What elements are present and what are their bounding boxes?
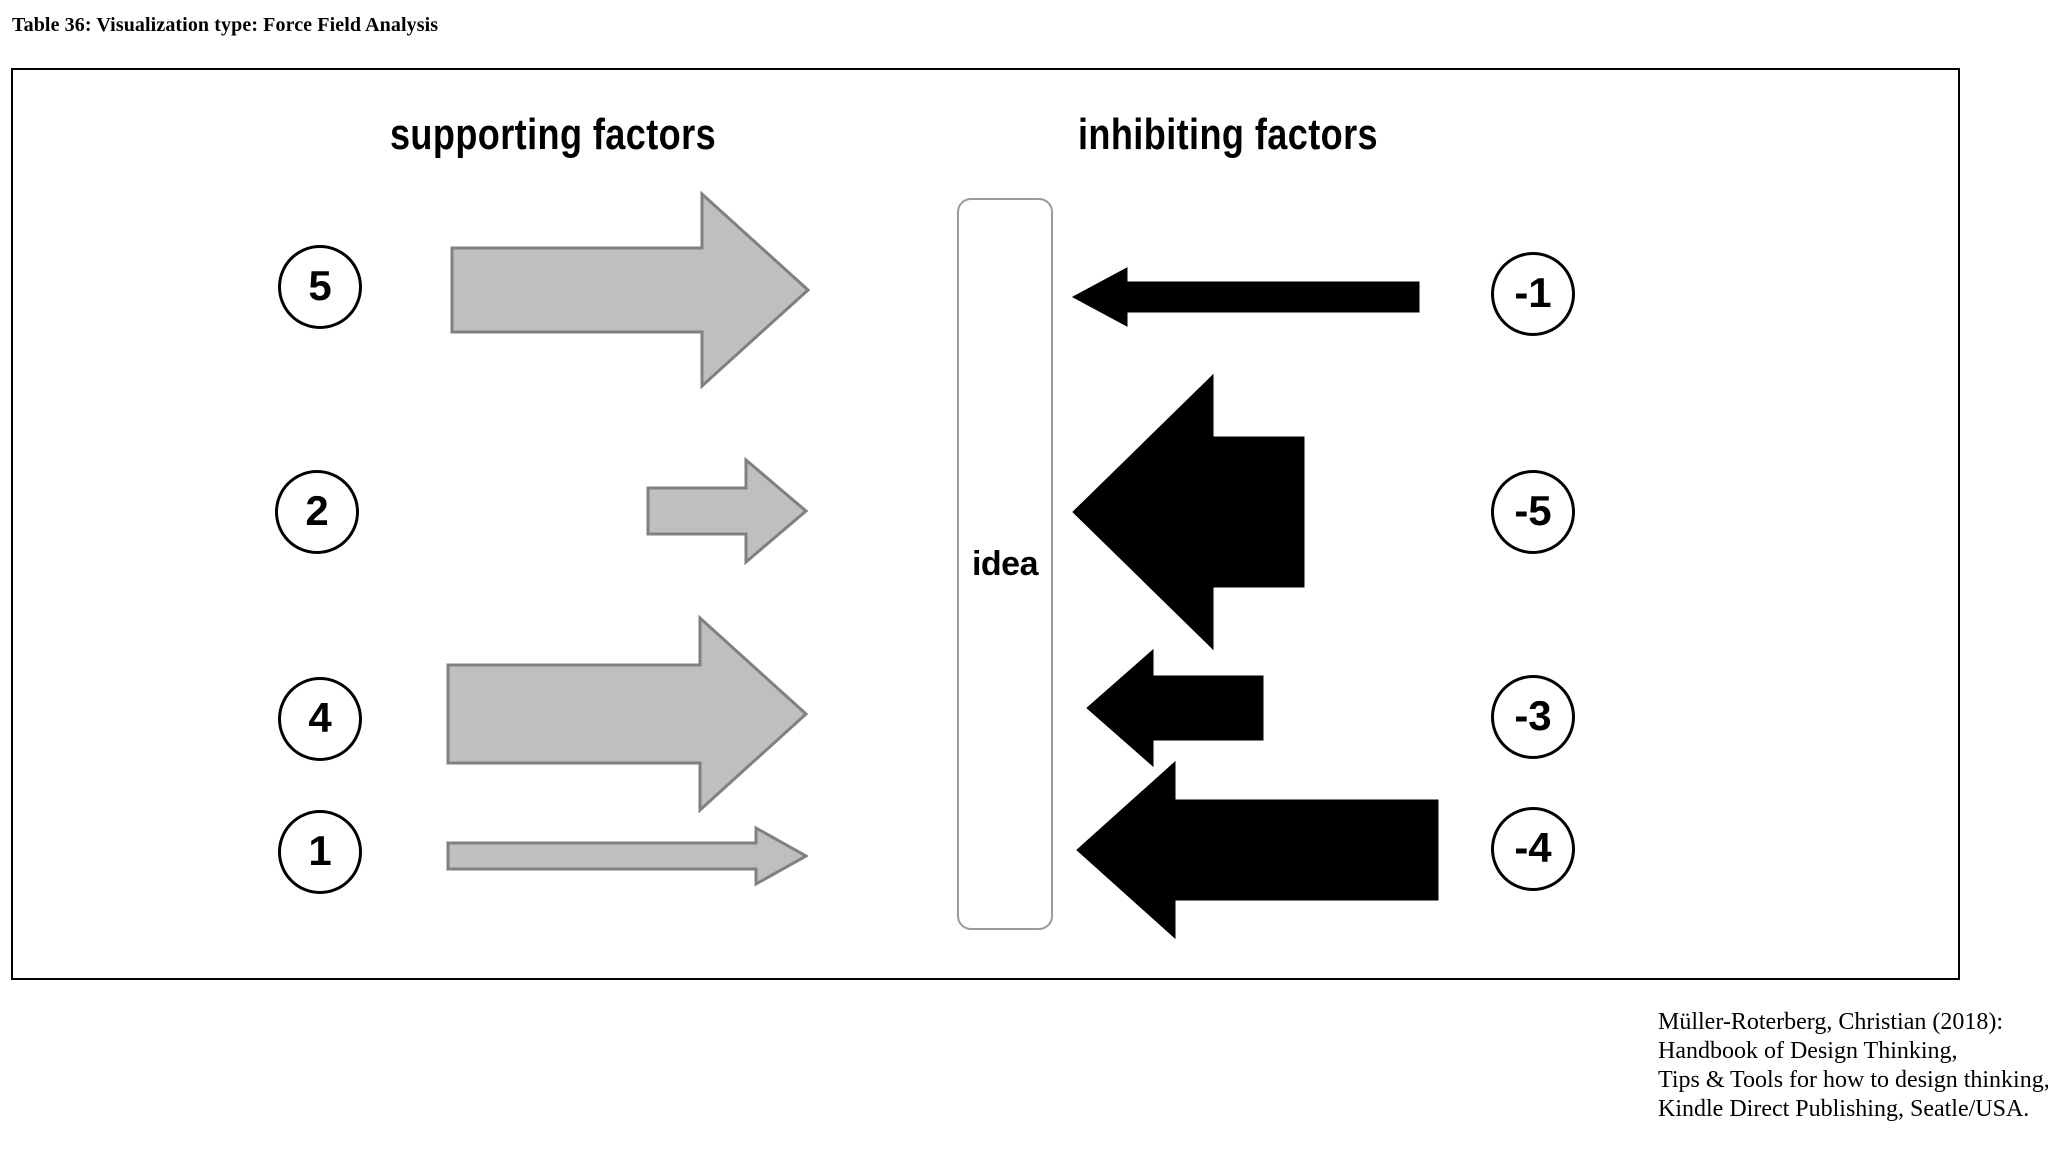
idea-box: idea xyxy=(957,198,1053,930)
supporting-score-value-2: 2 xyxy=(305,487,329,534)
inhibiting-score-circle-4: -4 xyxy=(1491,807,1575,891)
supporting-score-circle-2: 2 xyxy=(275,470,359,554)
inhibiting-factors-header: inhibiting factors xyxy=(1077,110,1379,159)
source-citation: Müller-Roterberg, Christian (2018): Hand… xyxy=(1658,1008,2048,1124)
inhibiting-score-value-2: -5 xyxy=(1514,487,1552,534)
supporting-arrow-1 xyxy=(450,190,810,390)
supporting-score-circle-1: 5 xyxy=(278,245,362,329)
inhibiting-score-circle-3: -3 xyxy=(1491,675,1575,759)
inhibiting-arrow-1 xyxy=(1071,266,1421,328)
table-caption: Table 36: Visualization type: Force Fiel… xyxy=(12,14,439,36)
supporting-arrow-4 xyxy=(446,825,808,887)
inhibiting-arrow-3 xyxy=(1085,648,1265,768)
idea-label: idea xyxy=(971,544,1039,583)
supporting-arrow-3 xyxy=(446,615,808,813)
supporting-score-value-3: 4 xyxy=(308,694,332,741)
inhibiting-score-circle-2: -5 xyxy=(1491,470,1575,554)
citation-line-3: Tips & Tools for how to design thinking, xyxy=(1658,1067,2048,1093)
supporting-factors-header: supporting factors xyxy=(389,110,717,159)
supporting-score-value-1: 5 xyxy=(308,262,332,309)
citation-line-2: Handbook of Design Thinking, xyxy=(1658,1038,1958,1064)
citation-line-1: Müller-Roterberg, Christian (2018): xyxy=(1658,1009,2004,1035)
supporting-arrow-2 xyxy=(646,456,808,566)
supporting-score-circle-4: 1 xyxy=(278,810,362,894)
inhibiting-score-value-3: -3 xyxy=(1514,692,1552,739)
force-field-diagram: supporting factors inhibiting factors id… xyxy=(11,68,1960,980)
supporting-score-value-4: 1 xyxy=(308,827,332,874)
inhibiting-score-value-4: -4 xyxy=(1514,824,1552,871)
inhibiting-arrow-4 xyxy=(1075,760,1440,940)
inhibiting-arrow-2 xyxy=(1071,373,1306,651)
supporting-score-circle-3: 4 xyxy=(278,677,362,761)
citation-line-4: Kindle Direct Publishing, Seatle/USA. xyxy=(1658,1096,2030,1122)
inhibiting-score-circle-1: -1 xyxy=(1491,252,1575,336)
inhibiting-score-value-1: -1 xyxy=(1514,269,1552,316)
